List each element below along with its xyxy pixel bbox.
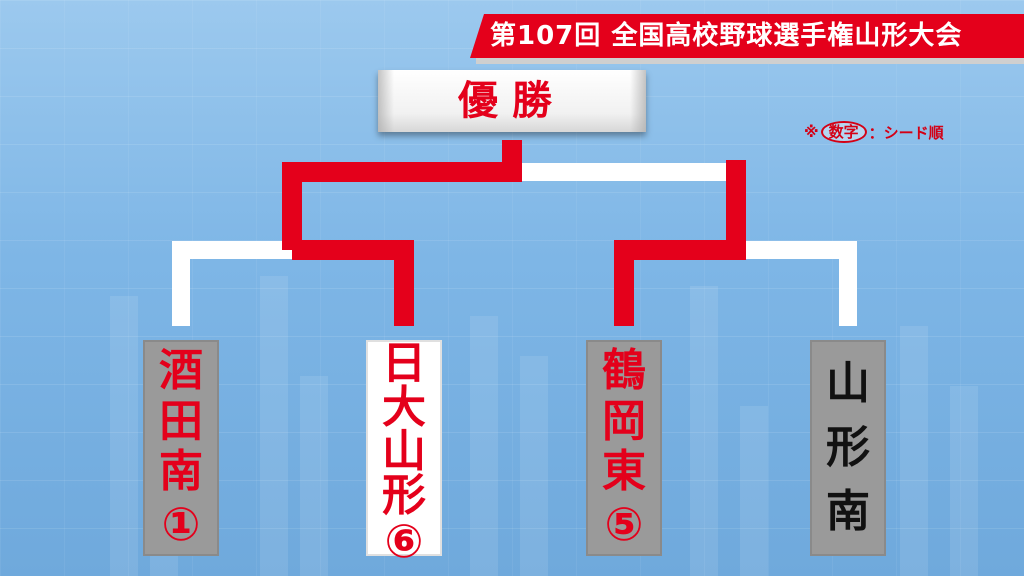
team-char: 形 [382, 470, 426, 521]
team-char: 大 [382, 382, 426, 433]
team-char: 田 [159, 395, 203, 447]
team-char: 南 [159, 446, 203, 498]
team-char: 鶴 [602, 344, 646, 396]
team-sakata-minami: 酒 田 南 ① [143, 340, 219, 556]
line-semi1-to-final [282, 140, 522, 250]
team-char: 東 [602, 446, 646, 498]
team-seed: ⑤ [604, 497, 644, 552]
line-team1-to-semi1 [172, 241, 292, 326]
seed-legend: ※ 数字 ：シード順 [804, 118, 944, 146]
team-char: 岡 [602, 395, 646, 447]
seed-legend-prefix: ※ [804, 123, 819, 141]
team-nichidai-yamagata: 日 大 山 形 ⑥ [366, 338, 442, 564]
team-yamagata-minami: 山 形 南 [810, 340, 886, 556]
title-underline [476, 58, 1024, 64]
seed-legend-circled: 数字 [820, 121, 867, 143]
team-tsuruoka-higashi: 鶴 岡 東 ⑤ [586, 340, 662, 556]
line-team3-to-semi2 [614, 160, 746, 326]
team-char: 山 [826, 358, 870, 409]
champion-label: 優勝 [378, 70, 646, 132]
line-semi2-to-final [512, 163, 745, 250]
team-char: 山 [382, 426, 426, 477]
loser-lines [172, 163, 857, 326]
winner-lines [282, 140, 746, 326]
team-char: 形 [826, 422, 870, 473]
team-char: 日 [382, 338, 426, 389]
team-char: 南 [826, 486, 870, 537]
team-seed: ① [161, 497, 201, 552]
seed-legend-suffix: ：シード順 [868, 123, 944, 142]
line-team4-to-semi2 [736, 241, 857, 326]
team-seed: ⑥ [384, 514, 424, 568]
line-team2-to-semi1 [292, 240, 414, 326]
tournament-title: 第107回 全国高校野球選手権山形大会 [470, 14, 1024, 58]
team-char: 酒 [159, 344, 203, 396]
